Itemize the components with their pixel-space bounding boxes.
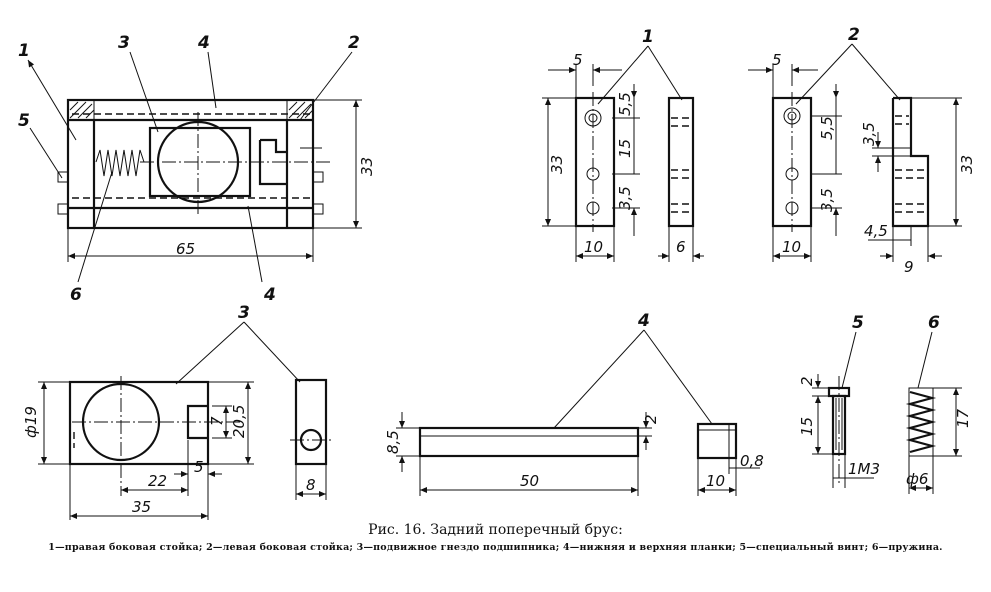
dim-pl-groove: 2	[642, 414, 660, 424]
figure-title: Рис. 16. Задний поперечный брус:	[368, 522, 623, 538]
side-post-left-views: 5 5,5 3,5 10 33 3,5 4,5 9 2	[748, 25, 976, 276]
dim-sc-thread: 1М3	[848, 460, 880, 478]
dim-sc-head: 2	[798, 376, 816, 386]
dim-s2-e: 4,5	[864, 222, 888, 240]
label-part-1-detail: 1	[642, 27, 654, 47]
label-part-5: 5	[18, 111, 30, 131]
dim-s2-width: 10	[782, 238, 801, 256]
dim-b-slot: 7	[208, 416, 226, 426]
dim-s1-width: 10	[584, 238, 603, 256]
dim-pl-flange: 0,8	[740, 452, 764, 470]
dim-sp-length: 17	[954, 408, 972, 428]
dim-b-height: 20,5	[230, 405, 248, 438]
dim-s1-thickness: 6	[676, 238, 686, 256]
dim-asm-height: 33	[358, 157, 376, 176]
dim-s1-height: 33	[548, 155, 566, 174]
technical-drawing: 65 33 1 5 3 4 2 6 4	[18, 25, 976, 520]
hatching-right	[286, 99, 314, 121]
dim-b-width: 35	[132, 498, 151, 516]
dim-sc-length: 15	[798, 417, 816, 436]
hatching-left	[67, 99, 95, 121]
label-part-4-bottom: 4	[263, 285, 276, 305]
plank-views: 8,5 50 2 10 0,8 4	[384, 311, 764, 496]
label-part-2: 2	[348, 33, 360, 53]
dim-pl-thickness: 10	[706, 472, 725, 490]
dim-b-diameter: ф19	[22, 406, 40, 438]
spring-view: 17 ф6 6	[905, 313, 972, 494]
assembly-view: 65 33 1 5 3 4 2 6 4	[18, 33, 376, 305]
dim-s1-a: 5,5	[616, 92, 634, 116]
dim-s1-top: 5	[573, 51, 583, 69]
side-post-right-views: 33 5 5,5 15 3,5 10 6 1	[542, 27, 704, 262]
label-part-2-detail: 2	[848, 25, 860, 45]
bearing-housing-views: ф19 20,5 7 35 22 5 8 3	[22, 303, 334, 520]
dim-s1-b: 15	[616, 139, 634, 158]
dim-s1-c: 3,5	[616, 186, 634, 210]
label-part-3-detail: 3	[238, 303, 250, 323]
dim-b-step: 5	[194, 458, 204, 476]
dim-s2-a: 5,5	[818, 116, 836, 140]
label-part-4-top: 4	[197, 33, 210, 53]
dim-s2-top: 5	[772, 51, 782, 69]
label-part-5-detail: 5	[852, 313, 864, 333]
dim-b-thickness: 8	[306, 476, 316, 494]
spring-coil	[905, 390, 937, 454]
assembly-spring	[95, 149, 150, 177]
dim-pl-length: 50	[520, 472, 539, 490]
label-part-6: 6	[70, 285, 82, 305]
label-part-6-detail: 6	[928, 313, 940, 333]
label-part-4-detail: 4	[637, 311, 650, 331]
dim-s2-height: 33	[958, 155, 976, 174]
label-part-3: 3	[118, 33, 130, 53]
dim-s2-d: 3,5	[860, 122, 878, 146]
screw-view: 2 15 1М3 5	[798, 313, 880, 488]
dim-s2-thickness: 9	[904, 258, 914, 276]
label-part-1: 1	[18, 41, 30, 61]
dim-sp-diameter: ф6	[906, 470, 928, 488]
dim-b-center: 22	[148, 472, 167, 490]
figure-legend: 1—правая боковая стойка; 2—левая боковая…	[48, 542, 943, 553]
dim-pl-height: 8,5	[384, 430, 402, 454]
dim-s2-c: 3,5	[818, 188, 836, 212]
dim-asm-width: 65	[176, 240, 195, 258]
